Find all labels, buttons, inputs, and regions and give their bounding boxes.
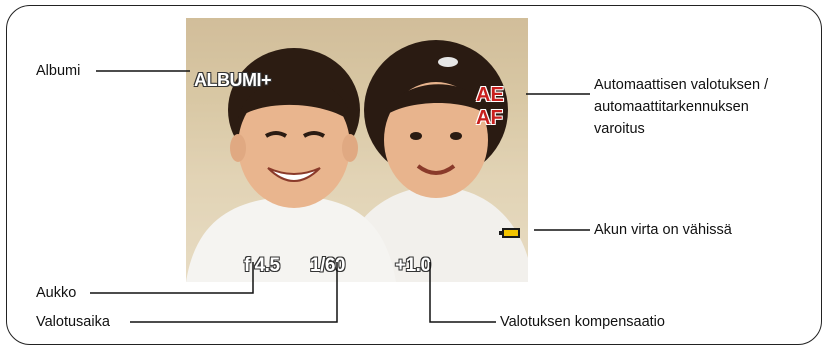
shutter-leader-line	[130, 262, 338, 323]
album-callout-label: Albumi	[36, 63, 81, 79]
children-photo-illustration	[186, 18, 528, 282]
camera-lcd-photo: ALBUMI+ AE AF f 4.5 1/60 +1.0	[186, 18, 528, 282]
aperture-callout-label: Aukko	[36, 285, 77, 301]
shutter-callout-label: Valotusaika	[36, 314, 110, 330]
album-indicator: ALBUMI+	[194, 70, 272, 90]
exposure-compensation-value: +1.0	[395, 255, 431, 276]
battery-callout-label: Akun virta on vähissä	[594, 222, 732, 238]
ae-af-callout-line2: automaattitarkennuksen	[594, 99, 749, 115]
ae-af-warning: AE AF	[476, 84, 504, 129]
ae-af-callout-line1: Automaattisen valotuksen /	[594, 77, 769, 93]
diagram-frame	[6, 5, 822, 345]
low-battery-icon	[499, 228, 520, 238]
ae-af-callout-line3: varoitus	[594, 121, 645, 137]
exposure-callout-label: Valotuksen kompensaatio	[500, 314, 665, 330]
aperture-leader-line	[90, 262, 254, 294]
exposure-leader-line	[429, 262, 496, 323]
